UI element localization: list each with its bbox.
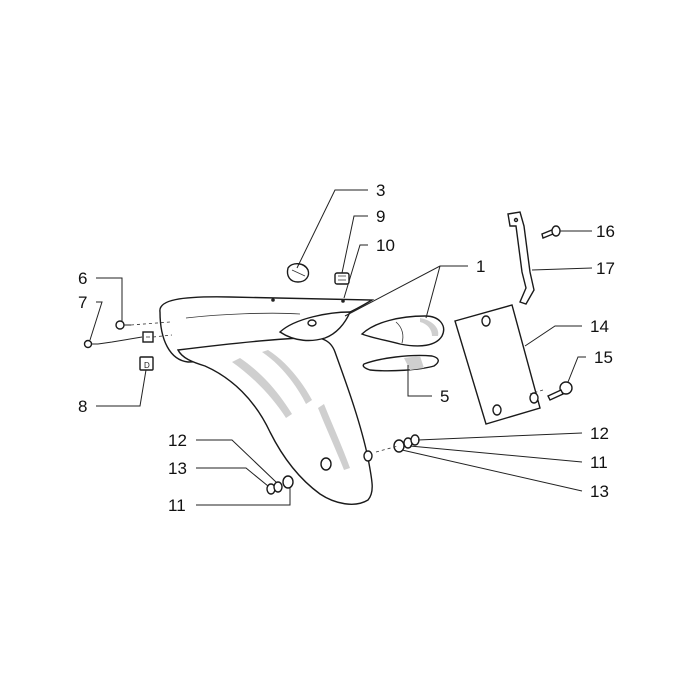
part-side-cover bbox=[360, 315, 445, 347]
callout-12-left: 12 bbox=[168, 431, 187, 450]
part-screw-16 bbox=[541, 225, 561, 239]
callout-8: 8 bbox=[78, 397, 87, 416]
callout-labels: 1 3 5 6 7 8 9 10 11 11 12 12 13 13 14 15… bbox=[78, 181, 615, 515]
part-washers-right bbox=[393, 434, 420, 453]
part-washers-left bbox=[266, 475, 294, 495]
svg-text:D: D bbox=[144, 361, 150, 370]
callout-7: 7 bbox=[78, 293, 87, 312]
callout-10: 10 bbox=[376, 236, 395, 255]
part-bracket bbox=[507, 211, 535, 305]
part-socket bbox=[334, 272, 350, 285]
callout-17: 17 bbox=[596, 259, 615, 278]
callout-11-right: 11 bbox=[590, 453, 608, 472]
callout-15: 15 bbox=[594, 348, 613, 367]
callout-11-left: 11 bbox=[168, 496, 186, 515]
callout-3: 3 bbox=[376, 181, 385, 200]
part-bulb bbox=[286, 263, 310, 283]
callout-6: 6 bbox=[78, 269, 87, 288]
part-screw-7 bbox=[83, 339, 98, 349]
callout-13-right: 13 bbox=[590, 482, 609, 501]
part-trim-strip bbox=[362, 354, 439, 372]
callout-13-left: 13 bbox=[168, 459, 187, 478]
part-screw-6 bbox=[115, 320, 131, 330]
callout-9: 9 bbox=[376, 207, 385, 226]
leader-lines bbox=[89, 189, 593, 506]
callout-1: 1 bbox=[476, 257, 485, 276]
callout-12-right: 12 bbox=[590, 424, 609, 443]
part-fender-body bbox=[159, 296, 375, 505]
part-clip-nut: D bbox=[139, 331, 154, 371]
callout-14: 14 bbox=[590, 317, 609, 336]
callout-16: 16 bbox=[596, 222, 615, 241]
callout-5: 5 bbox=[440, 387, 449, 406]
part-bolt-15 bbox=[547, 381, 573, 401]
part-plate bbox=[454, 304, 541, 425]
